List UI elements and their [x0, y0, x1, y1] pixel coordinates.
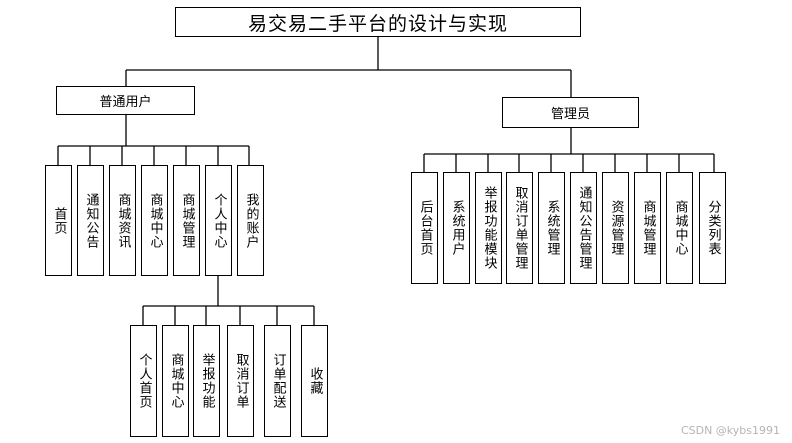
- personal-child-label: 商城中心: [168, 353, 184, 409]
- admin-child-label: 后台首页: [417, 200, 433, 256]
- root-label: 易交易二手平台的设计与实现: [247, 12, 508, 35]
- root-node: 易交易二手平台的设计与实现: [175, 7, 581, 37]
- personal-child-node: 收藏: [301, 325, 328, 437]
- personal-child-label: 订单配送: [270, 353, 286, 409]
- admin-child-label: 资源管理: [608, 200, 624, 256]
- user-child-label: 商城中心: [147, 192, 163, 249]
- user-child-label: 商城管理: [179, 192, 195, 249]
- admin-child-label: 举报功能模块: [481, 186, 497, 270]
- personal-child-node: 个人首页: [130, 325, 157, 437]
- admin-branch-label: 管理员: [550, 107, 590, 122]
- admin-child-label: 取消订单管理: [512, 186, 528, 270]
- user-child-label: 我的账户: [243, 192, 259, 249]
- admin-child-label: 分类列表: [705, 200, 721, 256]
- admin-child-label: 通知公告管理: [576, 186, 592, 270]
- personal-child-label: 举报功能: [199, 353, 215, 409]
- admin-child-node: 商城中心: [666, 172, 693, 284]
- personal-child-label: 个人首页: [136, 353, 152, 409]
- user-child-node-personal-center: 个人中心: [205, 165, 232, 276]
- watermark: CSDN @kybs1991: [680, 424, 780, 437]
- user-child-label: 首页: [51, 206, 67, 235]
- personal-child-label: 取消订单: [233, 353, 249, 409]
- user-child-label: 个人中心: [211, 192, 227, 249]
- user-child-node: 通知公告: [77, 165, 104, 276]
- user-branch-node: 普通用户: [56, 86, 195, 115]
- user-child-label: 通知公告: [83, 192, 99, 249]
- admin-child-node: 后台首页: [411, 172, 438, 284]
- admin-child-node: 分类列表: [699, 172, 726, 284]
- admin-child-label: 系统管理: [544, 200, 560, 256]
- personal-child-node: 取消订单: [227, 325, 254, 437]
- user-child-node: 商城管理: [173, 165, 200, 276]
- personal-child-node: 举报功能: [193, 325, 220, 437]
- admin-child-node: 系统管理: [538, 172, 565, 284]
- admin-child-label: 商城管理: [640, 200, 656, 256]
- admin-branch-node: 管理员: [502, 97, 639, 128]
- admin-child-node: 通知公告管理: [570, 172, 597, 284]
- admin-child-node: 举报功能模块: [475, 172, 502, 284]
- admin-child-node: 系统用户: [443, 172, 470, 284]
- admin-child-node: 取消订单管理: [506, 172, 533, 284]
- user-branch-label: 普通用户: [99, 95, 152, 110]
- user-child-node: 商城中心: [141, 165, 168, 276]
- admin-child-node: 资源管理: [602, 172, 629, 284]
- admin-child-node: 商城管理: [634, 172, 661, 284]
- user-child-node: 商城资讯: [109, 165, 136, 276]
- user-child-label: 商城资讯: [115, 192, 131, 249]
- personal-child-label: 收藏: [307, 367, 323, 395]
- admin-child-label: 商城中心: [672, 200, 688, 256]
- admin-child-label: 系统用户: [449, 200, 465, 256]
- personal-child-node: 订单配送: [264, 325, 291, 437]
- user-child-node: 我的账户: [237, 165, 264, 276]
- user-child-node: 首页: [45, 165, 72, 276]
- personal-child-node: 商城中心: [162, 325, 189, 437]
